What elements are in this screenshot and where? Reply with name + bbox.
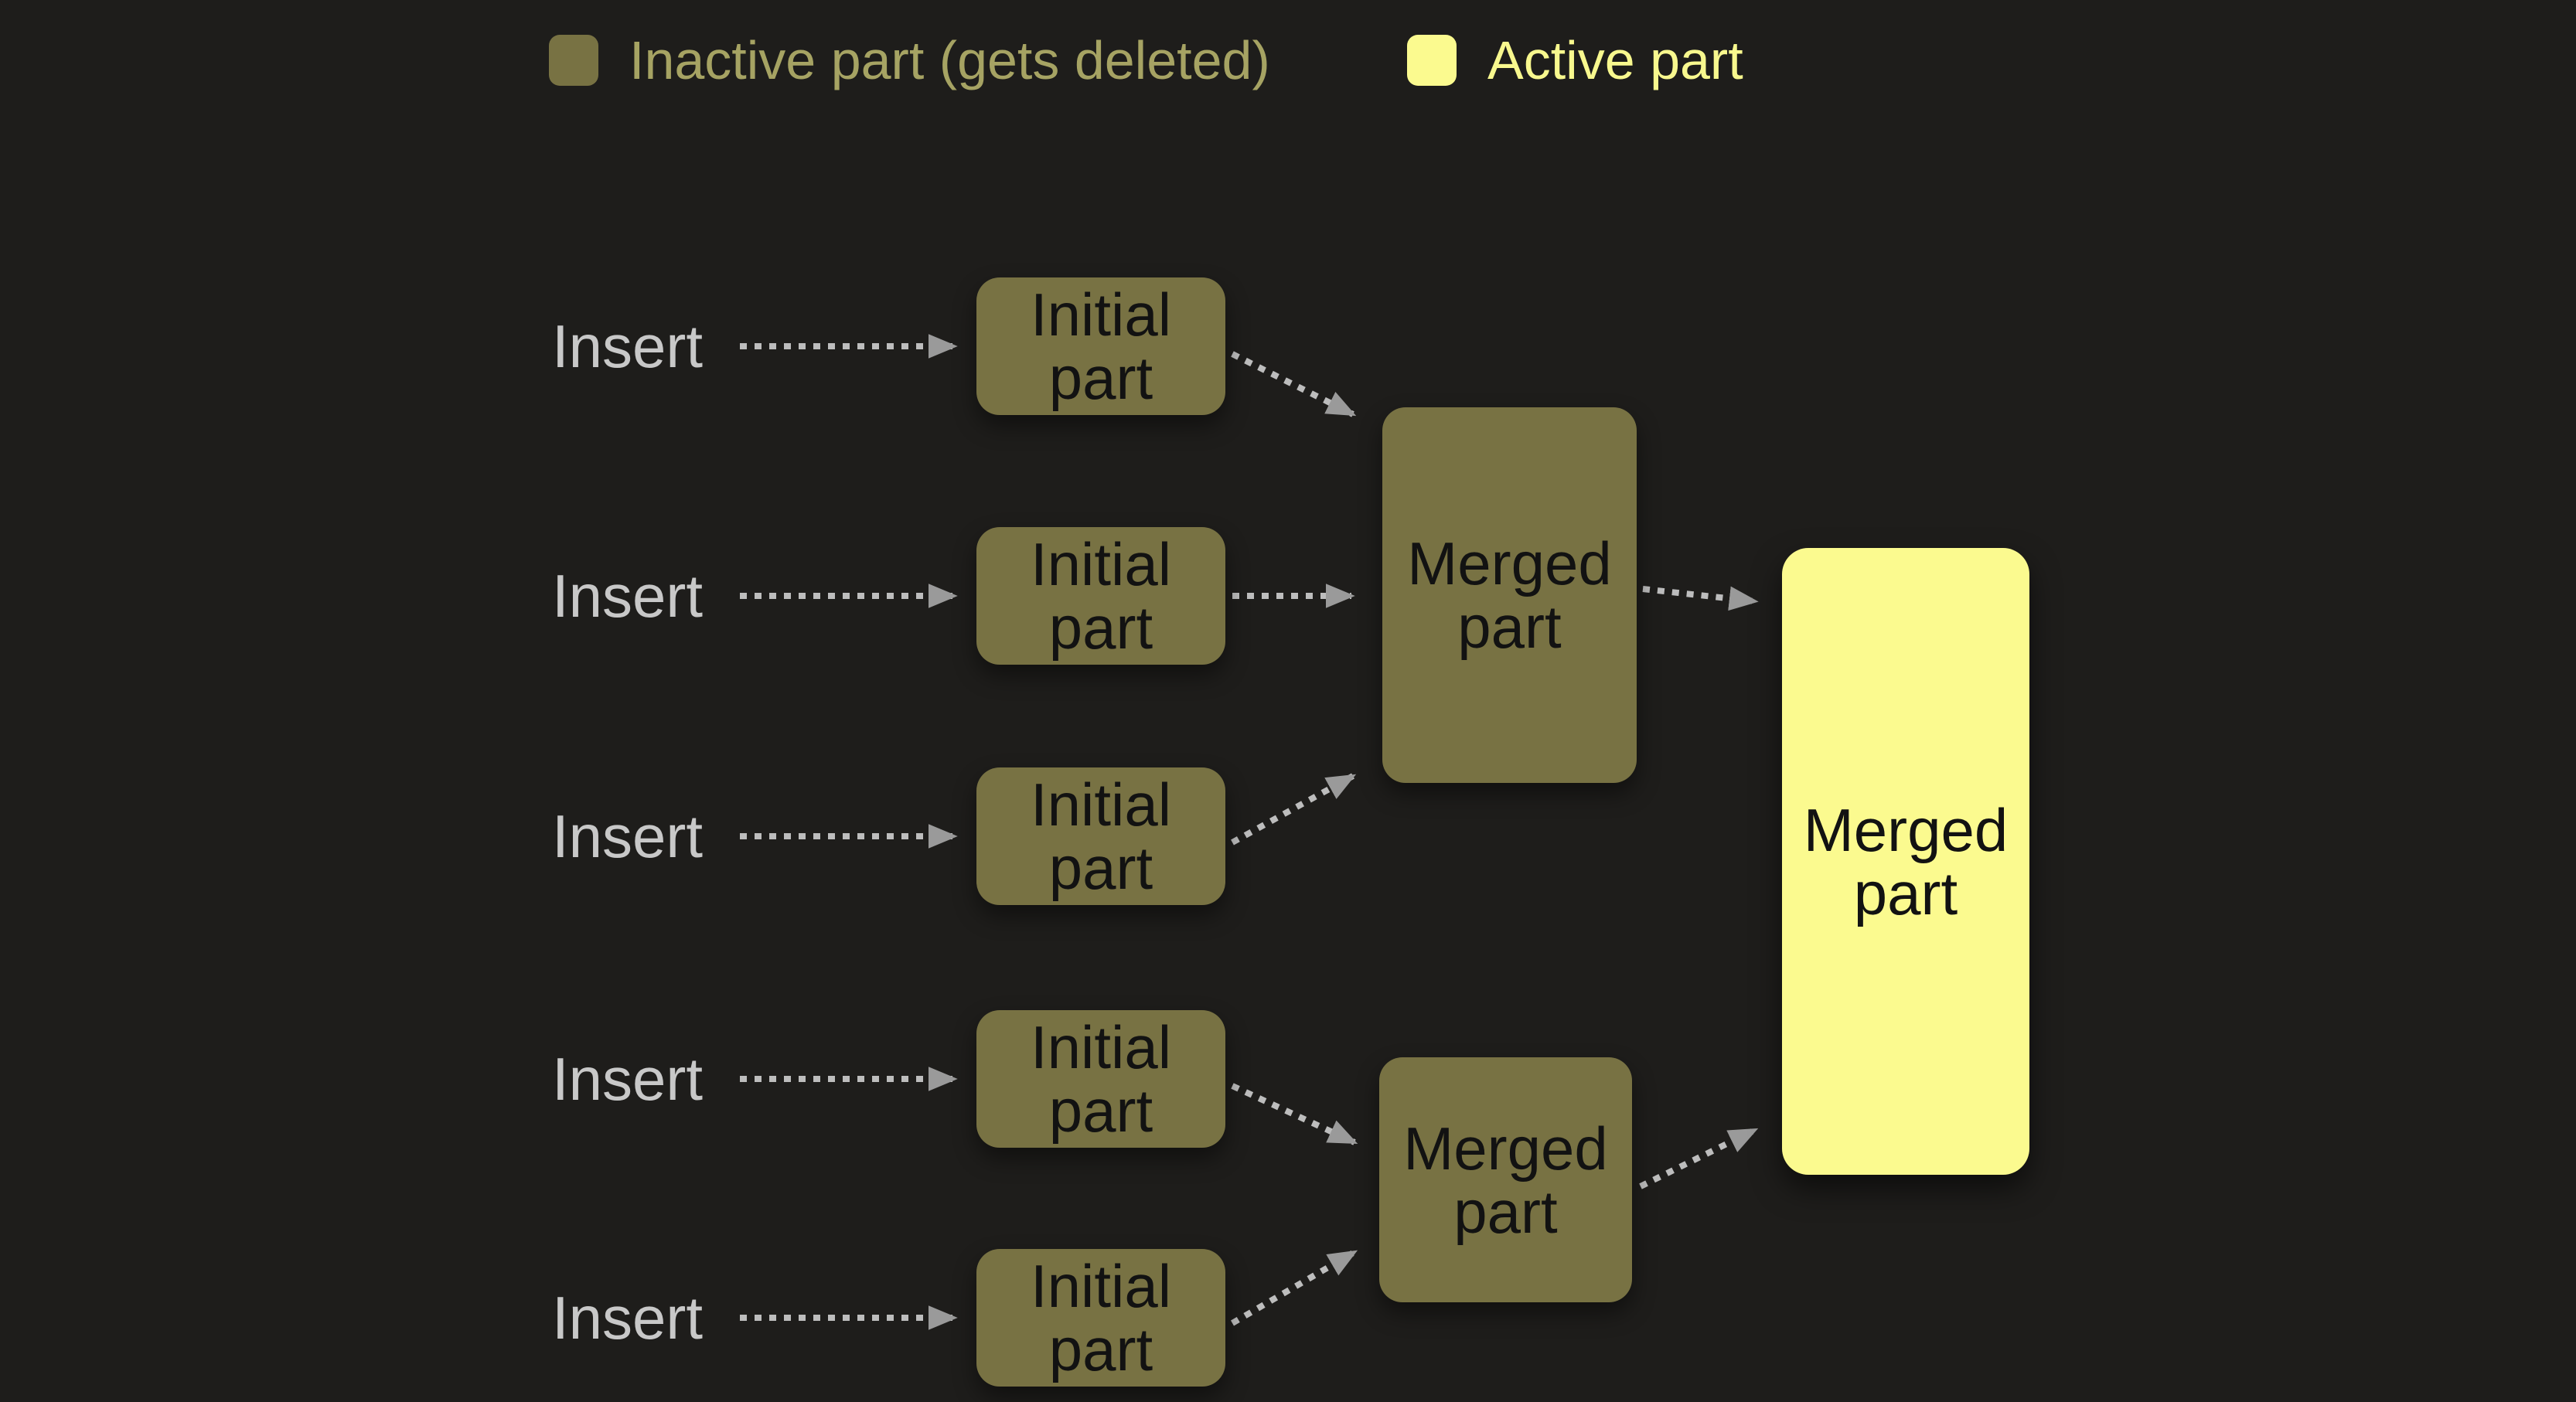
- node-label: Merged part: [1407, 529, 1612, 661]
- node-label: Merged part: [1403, 1114, 1608, 1246]
- node-merged-part-1: Merged part: [1382, 407, 1637, 783]
- legend-item-inactive: Inactive part (gets deleted): [549, 31, 1270, 90]
- node-initial-part-3: Initial part: [976, 767, 1225, 905]
- insert-label-2: Insert: [552, 562, 704, 630]
- arrow-merged2-final: [1639, 1127, 1759, 1189]
- arrow-initial4-merged2: [1231, 1083, 1358, 1145]
- insert-label-4: Insert: [552, 1045, 704, 1113]
- node-label: Initial part: [1030, 281, 1172, 412]
- node-label: Initial part: [1030, 1252, 1172, 1383]
- node-merged-part-final: Merged part: [1782, 548, 2029, 1175]
- active-part-swatch: [1407, 35, 1457, 86]
- arrow-merged1-final: [1642, 586, 1759, 611]
- inactive-part-swatch: [549, 35, 598, 86]
- insert-label-5: Insert: [552, 1284, 704, 1352]
- legend-label-inactive: Inactive part (gets deleted): [629, 30, 1270, 90]
- node-label: Merged part: [1803, 795, 2009, 927]
- arrow-initial3-merged1: [1231, 773, 1357, 846]
- node-initial-part-1: Initial part: [976, 277, 1225, 415]
- node-merged-part-2: Merged part: [1379, 1057, 1632, 1302]
- node-label: Initial part: [1030, 1013, 1172, 1145]
- node-label: Initial part: [1030, 771, 1172, 902]
- insert-label-3: Insert: [552, 802, 704, 870]
- legend-label-active: Active part: [1487, 30, 1743, 90]
- node-initial-part-2: Initial part: [976, 527, 1225, 665]
- arrow-initial1-merged1: [1231, 351, 1357, 417]
- insert-label-1: Insert: [552, 312, 704, 380]
- node-label: Initial part: [1030, 530, 1172, 662]
- arrow-initial5-merged2: [1230, 1249, 1358, 1326]
- legend-item-active: Active part: [1407, 31, 1743, 90]
- node-initial-part-5: Initial part: [976, 1249, 1225, 1387]
- node-initial-part-4: Initial part: [976, 1010, 1225, 1148]
